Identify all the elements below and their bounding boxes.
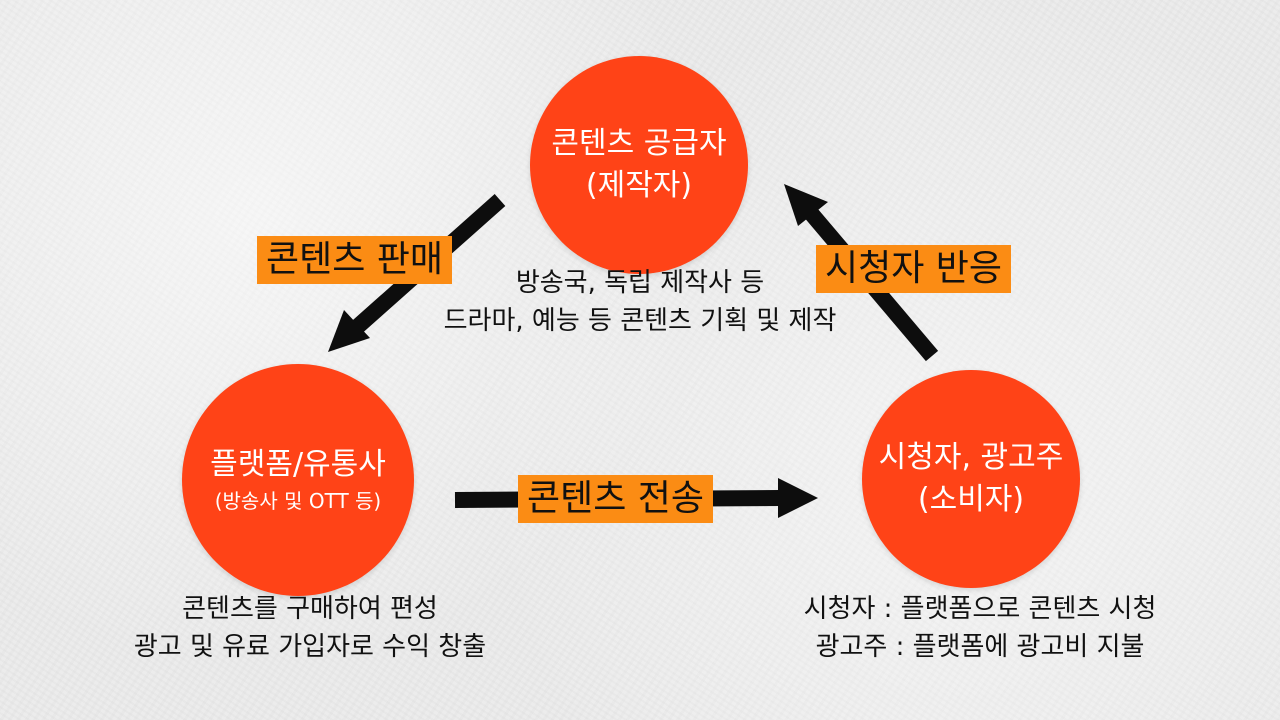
flow-label-reaction: 시청자 반응	[816, 245, 1012, 293]
producer-description-line-1: 방송국, 독립 제작사 등	[515, 268, 765, 298]
consumer-subtitle: (소비자)	[917, 482, 1025, 517]
producer-node: 콘텐츠 공급자 (제작자)	[530, 56, 748, 274]
platform-description-line-1: 콘텐츠를 구매하여 편성	[182, 594, 438, 624]
platform-node: 플랫폼/유통사 (방송사 및 OTT 등)	[182, 364, 414, 596]
arrowhead-consumer-to-producer	[784, 184, 828, 226]
producer-subtitle: (제작자)	[585, 168, 693, 203]
flow-label-transfer: 콘텐츠 전송	[518, 475, 714, 523]
platform-subtitle: (방송사 및 OTT 등)	[214, 489, 382, 513]
arrowhead-producer-to-platform	[328, 310, 370, 352]
consumer-description: 시청자 : 플랫폼으로 콘텐츠 시청 광고주 : 플랫폼에 광고비 지불	[730, 590, 1230, 666]
arrowhead-platform-to-consumer	[778, 478, 818, 518]
platform-description: 콘텐츠를 구매하여 편성 광고 및 유료 가입자로 수익 창출	[60, 590, 560, 666]
platform-title: 플랫폼/유통사	[210, 447, 386, 482]
consumer-description-line-2: 광고주 : 플랫폼에 광고비 지불	[815, 632, 1145, 662]
consumer-title: 시청자, 광고주	[878, 440, 1064, 475]
consumer-node: 시청자, 광고주 (소비자)	[862, 370, 1080, 588]
consumer-description-line-1: 시청자 : 플랫폼으로 콘텐츠 시청	[803, 594, 1157, 624]
producer-title: 콘텐츠 공급자	[551, 126, 727, 161]
flow-label-sale: 콘텐츠 판매	[257, 236, 453, 284]
producer-description: 방송국, 독립 제작사 등 드라마, 예능 등 콘텐츠 기획 및 제작	[380, 264, 900, 340]
producer-description-line-2: 드라마, 예능 등 콘텐츠 기획 및 제작	[443, 306, 837, 336]
platform-description-line-2: 광고 및 유료 가입자로 수익 창출	[133, 632, 487, 662]
